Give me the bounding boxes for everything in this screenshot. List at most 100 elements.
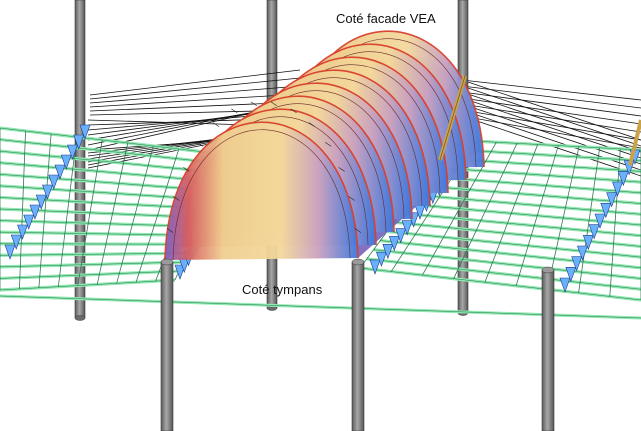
diagonal-struts [438,75,641,166]
deck-right [546,146,580,290]
cable [89,69,301,96]
deck-right [400,212,641,236]
deck-left [0,150,223,174]
deck-left [0,220,199,227]
arch-rib-inner [172,129,351,261]
truss-left [60,154,72,170]
arch-lattice [183,167,190,172]
deck-right [366,258,641,290]
cable [461,91,641,117]
truss-right [617,171,629,187]
deck-left [0,139,227,165]
cable [461,79,641,101]
deck-right [609,148,621,297]
deck-right [387,231,641,258]
deck-left [0,243,191,245]
column-cap [541,266,555,274]
truss-center-left [174,264,186,280]
strut-right [628,119,641,166]
deck-right [393,222,641,247]
arch-lattice [196,142,203,147]
truss-center-right [395,228,407,244]
truss-left [10,234,22,250]
truss-left [73,134,85,150]
columns-front [160,258,555,431]
truss-left [54,164,66,180]
deck-left [0,127,231,156]
cable [461,115,641,149]
deck-left [0,279,176,291]
truss-left [29,204,41,220]
cable [461,103,641,165]
truss-right [594,213,606,229]
arch-lattice [338,167,345,172]
truss-left [4,244,16,260]
cable [461,85,641,109]
arch-lattice [231,108,238,114]
deck-left [135,148,180,283]
cable [461,103,641,133]
truss-right [571,256,583,272]
cable [89,85,301,104]
truss-right [559,277,571,293]
deck-right [421,185,641,204]
truss-left [23,214,35,230]
arch-lattice [325,142,332,147]
truss-right [600,203,612,219]
deck-right [578,147,601,293]
truss-left [35,194,47,210]
deck-left [96,142,129,285]
vault-arch [164,30,485,267]
arch-lattice [166,228,174,233]
deck-right [515,145,559,286]
column-front [351,261,365,431]
truss-left [67,144,78,160]
label-facade-vea: Coté facade VEA [336,11,436,26]
deck-right [453,143,518,279]
truss-center-right [369,259,381,275]
truss-left [48,174,60,190]
deck-left [116,145,154,284]
column-front [160,261,174,431]
deck-left [19,130,26,289]
arch-lattice [173,196,180,201]
deck-left [38,133,52,288]
truss-left [42,184,53,200]
deck-right [484,144,539,283]
cable [461,109,641,141]
truss-right [606,192,618,208]
truss-right [588,224,600,240]
deck-right [414,194,641,215]
arch-lattice [308,122,316,127]
truss-right [582,235,594,251]
column-front [541,269,555,431]
truss-center-right [388,236,400,252]
truss-right [577,245,588,261]
truss-center-right [376,251,387,268]
label-tympans: Coté tympans [242,282,323,297]
truss-center-right [401,220,413,236]
cable [89,77,301,100]
cable [461,85,641,147]
arch-lattice [270,101,278,107]
deck-edge-beam [0,295,641,319]
deck-right [454,139,641,151]
column-cap [351,258,365,266]
strut-vea-edge [439,75,466,161]
deck-left [0,270,179,279]
deck-left [77,139,103,286]
deck-left [0,252,187,256]
truss-left [79,124,91,140]
arch-lattice [212,122,220,127]
truss-center-right [382,243,394,260]
deck-left [0,261,183,268]
deck-right [373,249,641,279]
cable [461,97,641,125]
arch-rib [164,121,359,261]
column-cap [160,258,174,266]
deck-left [57,136,78,287]
deck-right [380,240,641,269]
truss-right [565,267,577,283]
